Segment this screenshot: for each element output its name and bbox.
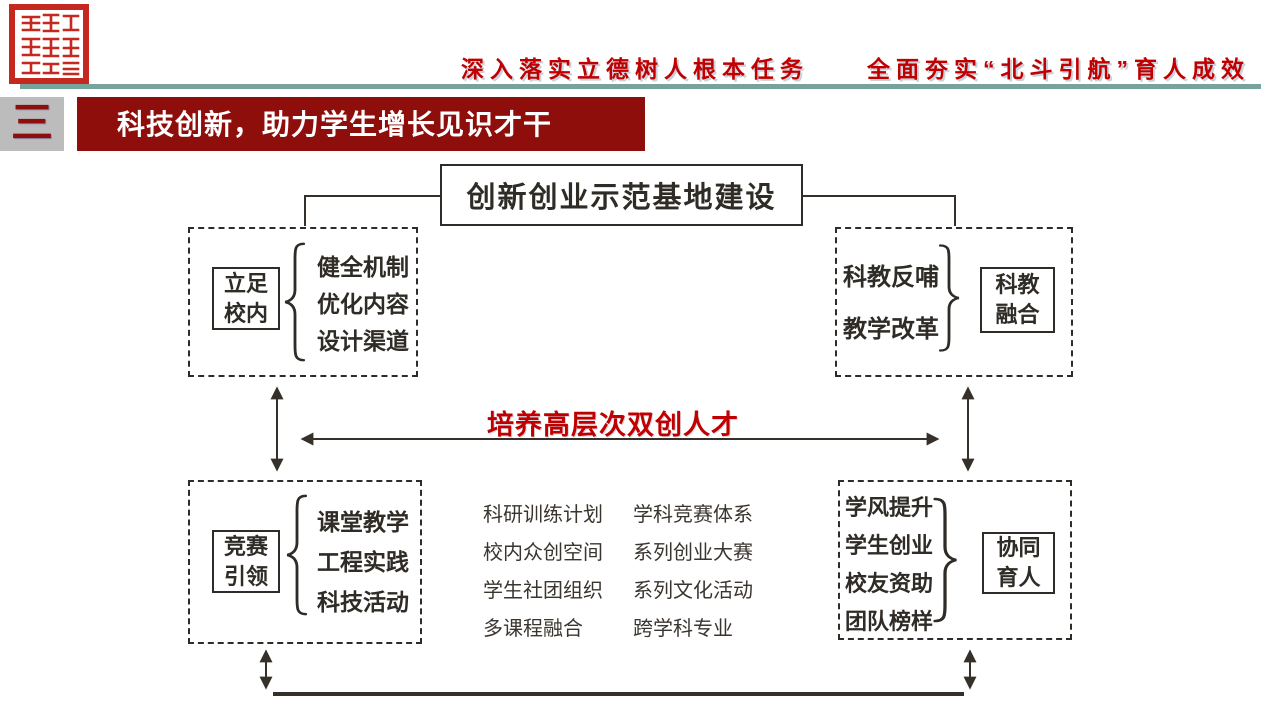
top-center-box: 创新创业示范基地建设	[440, 164, 803, 226]
bottom-left-tag-box: 竞赛 引领	[212, 530, 280, 593]
bottom-right-tag-box: 协同 育人	[982, 532, 1055, 594]
list-item: 团队榜样	[845, 609, 934, 634]
left-brace-icon	[286, 494, 308, 616]
top-right-tag-box: 科教 融合	[980, 267, 1055, 333]
school-seal-icon	[9, 4, 89, 84]
list-item: 学生创业	[845, 533, 934, 558]
list-item: 教学改革	[843, 316, 939, 343]
center-list-column-2: 学科竞赛体系 系列创业大赛 系列文化活动 跨学科专业	[633, 496, 753, 648]
list-item: 学风提升	[845, 495, 934, 520]
header-divider	[20, 84, 1261, 89]
top-left-items: 健全机制 优化内容 设计渠道	[317, 249, 409, 360]
list-item: 多课程融合	[483, 618, 583, 640]
top-right-items: 科教反哺 教学改革	[843, 252, 939, 356]
left-brace-icon	[284, 242, 306, 362]
list-item: 科研训练计划	[483, 504, 603, 526]
center-slogan: 培养高层次双创人才	[487, 410, 739, 440]
section-number-badge: 三	[0, 97, 64, 151]
bottom-right-items: 学风提升 学生创业 校友资助 团队榜样	[845, 489, 933, 641]
list-item: 系列创业大赛	[633, 542, 753, 564]
list-item: 学生社团组织	[483, 580, 603, 602]
list-item: 科教反哺	[843, 264, 939, 291]
right-brace-icon	[938, 244, 960, 352]
list-item: 设计渠道	[317, 328, 409, 354]
list-item: 课堂教学	[317, 509, 409, 535]
list-item: 健全机制	[317, 254, 409, 280]
center-list-column-1: 科研训练计划 校内众创空间 学生社团组织 多课程融合	[483, 496, 603, 648]
list-item: 校内众创空间	[483, 542, 603, 564]
list-item: 优化内容	[317, 291, 409, 317]
list-item: 跨学科专业	[633, 618, 733, 640]
list-item: 学科竞赛体系	[633, 504, 753, 526]
list-item: 工程实践	[317, 549, 409, 575]
list-item: 校友资助	[845, 571, 934, 596]
right-brace-icon	[933, 497, 957, 623]
bottom-left-dashed-box	[188, 480, 422, 644]
list-item: 系列文化活动	[633, 580, 753, 602]
list-item: 科技活动	[317, 589, 409, 615]
section-title-banner: 科技创新，助力学生增长见识才干	[77, 97, 645, 151]
bottom-left-items: 课堂教学 工程实践 科技活动	[317, 502, 409, 622]
header-slogan: 深入落实立德树人根本任务 全面夯实“北斗引航”育人成效	[461, 56, 1250, 82]
top-left-tag-box: 立足 校内	[212, 267, 280, 330]
